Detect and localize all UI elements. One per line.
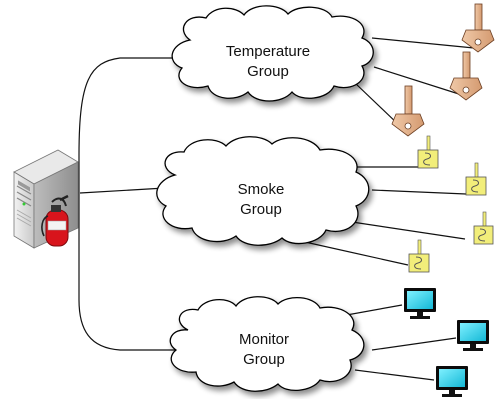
link-temp-sensor-2 [373,66,463,96]
temperature-group-label-line1: Temperature [226,43,310,60]
temperature-sensor-icon [461,3,495,53]
monitor-icon [457,320,489,351]
fire-extinguisher-icon [41,194,69,247]
smoke-detector-icon [473,211,494,245]
monitor-group-label-line1: Monitor [239,331,289,348]
monitor-icon [404,288,436,319]
link-temp-sensor-3 [354,82,401,127]
smoke-detector-icon [408,239,430,273]
smoke-detector-icon [465,162,487,196]
temperature-sensor-icon [449,51,483,101]
monitor-group-label-line2: Group [243,351,285,368]
monitor-icon [436,366,468,397]
link-server-smoke [79,187,166,194]
smoke-group-label-line1: Smoke [238,181,285,198]
temperature-sensor-icon [391,85,425,137]
smoke-group-cloud [156,136,370,246]
link-monitor-3 [354,369,435,381]
link-smoke-detector-3 [351,221,466,240]
link-server-temperature [78,57,182,156]
link-server-monitor [78,155,180,351]
link-smoke-detector-4 [304,241,409,266]
link-temp-sensor-1 [371,37,475,49]
monitor-group-cloud [169,296,365,392]
link-monitor-2 [371,337,457,351]
temperature-group-cloud [171,5,374,102]
smoke-group-label-line2: Group [240,201,282,218]
temperature-group-label-line2: Group [247,63,289,80]
link-smoke-detector-2 [371,189,467,195]
smoke-detector-icon [417,135,439,169]
